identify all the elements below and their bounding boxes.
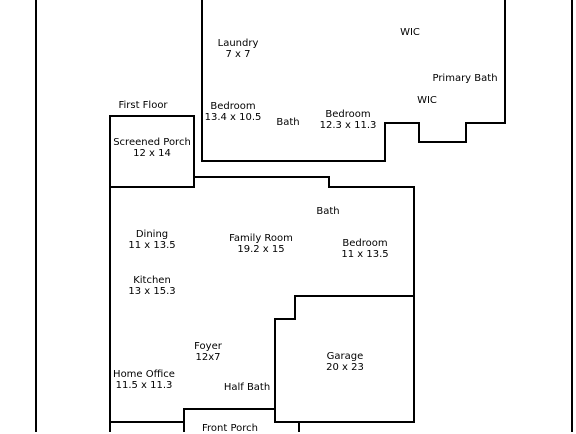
upper-floor-outline (201, 0, 506, 162)
screened-porch-outline (109, 115, 195, 188)
floor-label: First Floor (118, 100, 168, 111)
room-wic-upper: WIC (400, 27, 420, 38)
room-half-bath: Half Bath (223, 382, 271, 393)
room-primary-bath: Primary Bath (432, 73, 498, 84)
room-bath-upper: Bath (276, 117, 300, 128)
room-front-porch: Front Porch (202, 423, 258, 434)
first-floor-top-wall (193, 176, 415, 423)
room-bath-lower: Bath (316, 206, 340, 217)
room-wic-lower: WIC (417, 95, 437, 106)
garage-outline (274, 295, 414, 422)
